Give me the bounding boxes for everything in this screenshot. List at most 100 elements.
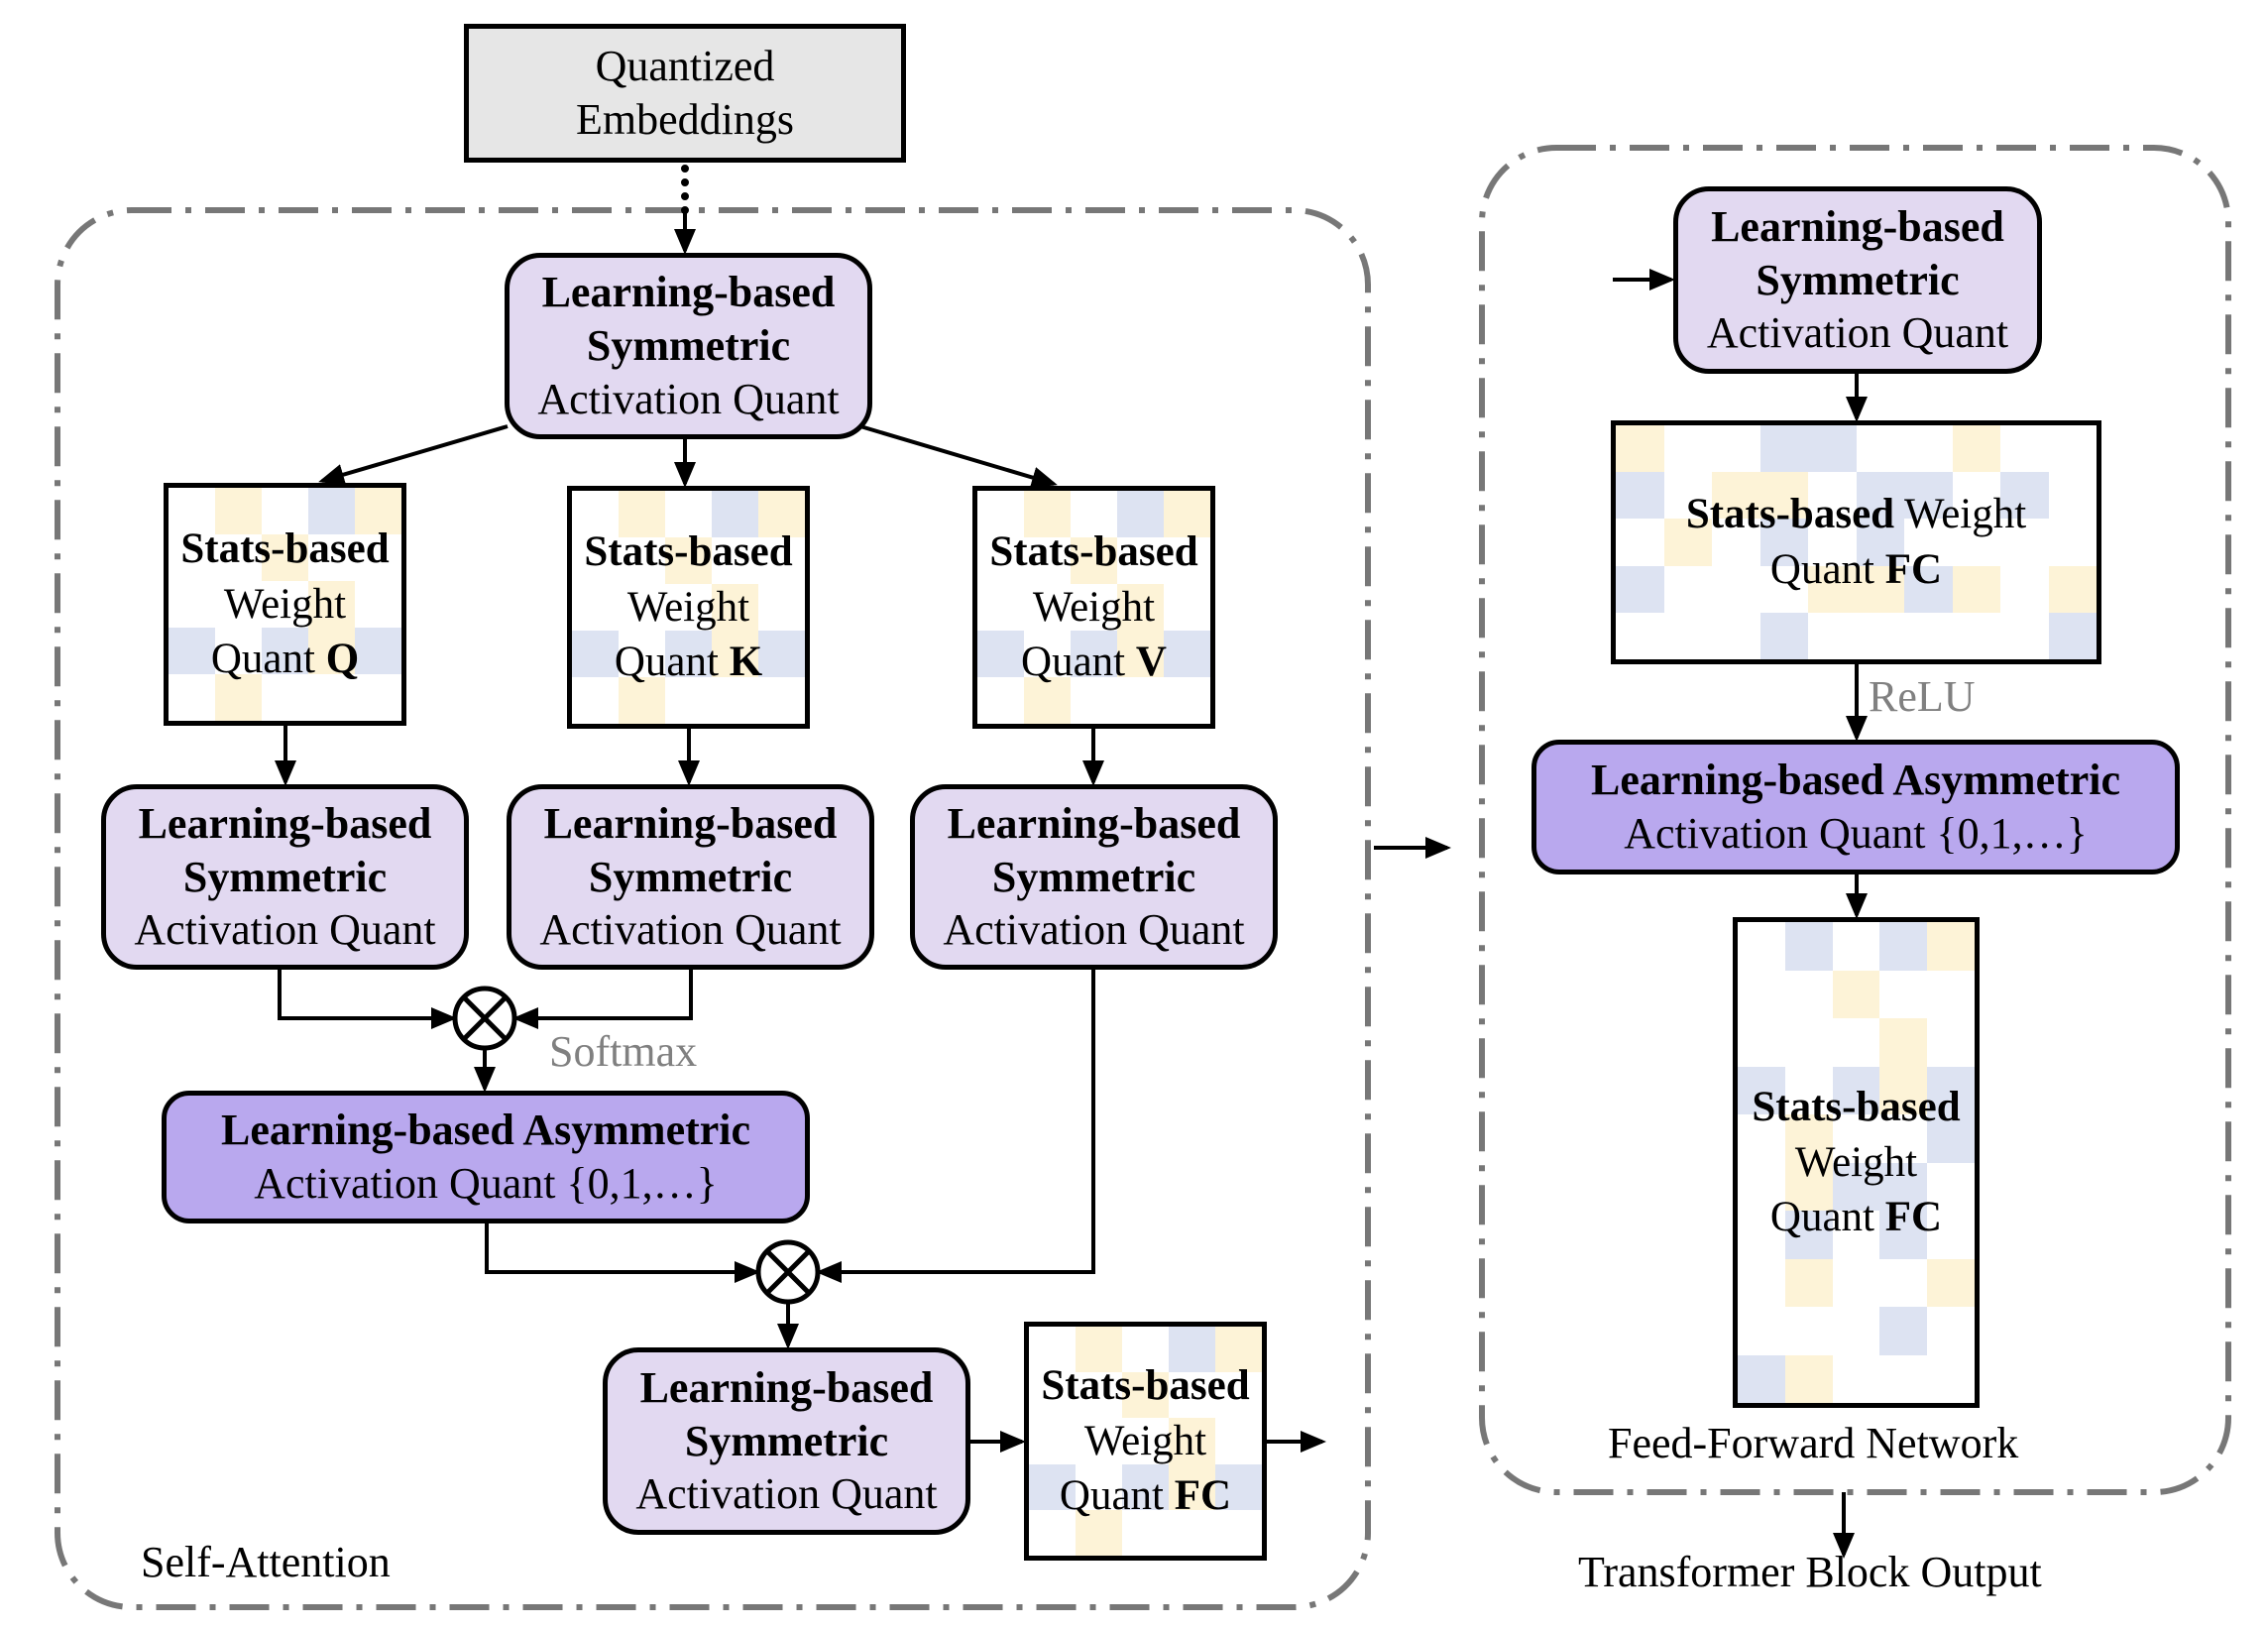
embeddings-line2: Embeddings	[576, 95, 794, 144]
embeddings-line1: Quantized	[595, 42, 775, 91]
weight-cell-blue	[572, 631, 619, 677]
weight-cell-yellow	[1117, 584, 1164, 631]
relu-label: ReLU	[1869, 672, 1976, 721]
weight-cell-empty	[1927, 1018, 1975, 1067]
weight-cell-blue	[1122, 1463, 1169, 1510]
quantized-embeddings-box: Quantized Embeddings	[464, 24, 906, 163]
weight-line1: Stats-based	[1041, 1361, 1250, 1409]
weight-grid	[1616, 425, 2097, 659]
weight-cell-blue	[2048, 612, 2097, 659]
weight-line1: Stats-based	[180, 524, 390, 572]
weight-cell-blue	[1832, 1066, 1880, 1114]
multiply-icon-2	[755, 1239, 821, 1305]
weight-cell-blue	[308, 488, 355, 534]
weight-line3-prefix: Quant	[210, 636, 326, 683]
arrow-to-q	[318, 424, 509, 486]
weight-cell-empty	[1904, 425, 1953, 472]
weight-line2-prefix: Quant	[1769, 546, 1885, 593]
act-line1: Learning-based	[138, 798, 432, 848]
weight-cell-empty	[1808, 613, 1857, 659]
weight-cell-blue	[977, 631, 1024, 677]
weight-quant-v: Stats-based Weight Quant V	[972, 486, 1215, 729]
weight-cell-empty	[1927, 971, 1975, 1019]
weight-quant-k: Stats-based Weight Quant K	[567, 486, 810, 729]
weight-cell-yellow	[1215, 1327, 1262, 1373]
weight-cell-blue	[1927, 1114, 1975, 1163]
weight-grid	[1029, 1327, 1262, 1556]
weight-line1: Stats-based	[989, 527, 1198, 575]
weight-line2: Weight	[223, 580, 347, 628]
weight-cell-empty	[1833, 1018, 1880, 1067]
attention-input-activation-quant: Learning-based Symmetric Activation Quan…	[505, 253, 872, 439]
weight-line3-prefix: Quant	[614, 639, 730, 686]
ffn-container	[1479, 145, 2231, 1495]
weight-cell-yellow	[1952, 425, 2000, 473]
weight-grid	[169, 488, 401, 721]
weight-line3-prefix: Quant	[1769, 1194, 1885, 1241]
weight-cell-yellow	[1808, 565, 1857, 613]
weight-cell-empty	[1664, 425, 1713, 472]
weight-cell-blue	[1759, 612, 1808, 659]
weight-cell-blue	[1738, 1066, 1785, 1114]
weight-cell-empty	[1738, 1259, 1785, 1308]
weight-cell-blue	[1738, 1354, 1785, 1403]
weight-cell-blue	[1616, 472, 1664, 520]
weight-cell-yellow	[712, 631, 758, 677]
weight-cell-yellow	[1784, 1114, 1833, 1163]
weight-cell-yellow	[1071, 537, 1117, 584]
asym-line2: Activation Quant {0,1,…}	[1624, 809, 2088, 858]
weight-line1-rest: Weight	[1894, 491, 2027, 538]
weight-cell-yellow	[1712, 472, 1760, 520]
ffn-label: Feed-Forward Network	[1608, 1419, 2019, 1467]
weight-cell-yellow	[262, 534, 308, 581]
weight-cell-empty	[1785, 1018, 1833, 1067]
weight-cell-empty	[1738, 971, 1785, 1019]
activation-quant-q: Learning-based Symmetric Activation Quan…	[101, 784, 469, 970]
weight-cell-yellow	[1927, 922, 1975, 971]
weight-cell-blue	[665, 631, 712, 677]
transformer-output-label: Transformer Block Output	[1578, 1548, 2042, 1596]
weight-cell-empty	[1833, 1259, 1880, 1308]
connector-k-to-mult1	[512, 970, 693, 1029]
weight-cell-yellow	[1122, 1372, 1169, 1419]
weight-cell-yellow	[1076, 1509, 1122, 1556]
weight-cell-empty	[2000, 425, 2049, 472]
act-line3: Activation Quant	[134, 905, 436, 955]
weight-cell-yellow	[758, 491, 805, 537]
act-line3: Activation Quant	[539, 905, 842, 955]
weight-grid	[1738, 922, 1975, 1403]
weight-cell-blue	[1784, 922, 1833, 971]
weight-cell-blue	[1071, 631, 1117, 677]
weight-cell-empty	[1857, 613, 1905, 659]
ffn-input-activation-quant: Learning-based Symmetric Activation Quan…	[1673, 186, 2042, 374]
connector-v-to-mult2	[816, 970, 1095, 1283]
weight-cell-blue	[262, 628, 308, 674]
weight-cell-blue	[1879, 1162, 1928, 1211]
weight-line1: Stats-based	[1752, 1083, 1961, 1130]
weight-cell-yellow	[2048, 565, 2097, 613]
act-line1: Learning-based	[639, 1362, 934, 1412]
weight-cell-blue	[1856, 472, 1904, 520]
weight-cell-yellow	[355, 488, 401, 534]
weight-cell-empty	[1833, 922, 1880, 971]
attention-asymmetric-activation-quant: Learning-based Asymmetric Activation Qua…	[162, 1091, 810, 1223]
weight-cell-blue	[1164, 631, 1210, 677]
weight-line2: Weight	[1083, 1417, 1207, 1464]
weight-id: FC	[1884, 546, 1943, 593]
weight-cell-empty	[1785, 1307, 1833, 1355]
weight-cell-yellow	[1169, 1418, 1215, 1464]
weight-cell-blue	[169, 628, 215, 674]
weight-quant-ffn-fc2: Stats-based Weight Quant FC	[1733, 917, 1980, 1408]
weight-cell-blue	[2000, 472, 2049, 520]
weight-cell-empty	[1857, 425, 1905, 472]
act-line1: Learning-based	[541, 268, 836, 317]
weight-cell-blue	[1927, 1066, 1975, 1114]
weight-cell-yellow	[1616, 425, 1664, 473]
weight-cell-yellow	[1024, 677, 1071, 724]
weight-line2: Weight	[626, 583, 750, 631]
weight-cell-yellow	[712, 584, 758, 631]
act-line3: Activation Quant	[537, 374, 840, 423]
weight-cell-blue	[1879, 1307, 1928, 1355]
weight-cell-yellow	[1832, 970, 1880, 1018]
